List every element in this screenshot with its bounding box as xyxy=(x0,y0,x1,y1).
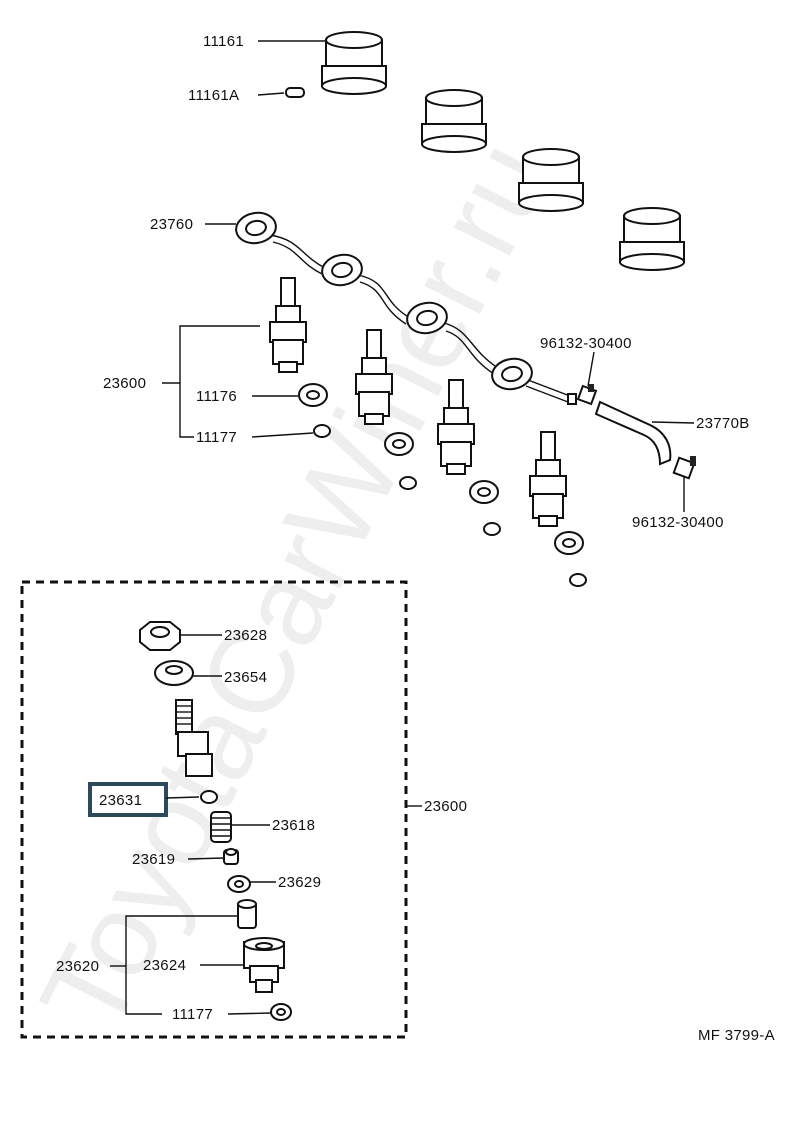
label-23631-highlight[interactable] xyxy=(88,782,168,817)
label-23631[interactable]: 23631 xyxy=(99,792,142,809)
nozzle-holder-nut xyxy=(139,621,181,651)
label-96132-30400-upper: 96132-30400 xyxy=(540,335,632,352)
label-23618: 23618 xyxy=(272,817,315,834)
label-23628: 23628 xyxy=(224,627,267,644)
hose-clamp-upper xyxy=(576,384,598,406)
diagram-code: MF 3799-A xyxy=(698,1027,775,1044)
leakage-hose xyxy=(594,400,672,466)
label-11177-top: 11177 xyxy=(196,429,237,446)
distance-piece xyxy=(227,875,251,893)
label-23760: 23760 xyxy=(150,216,193,233)
hose-clamp-lower xyxy=(672,456,696,480)
combustion-chamber-cup-2 xyxy=(421,89,487,153)
knock-pin xyxy=(285,87,305,98)
label-23629: 23629 xyxy=(278,874,321,891)
label-23624: 23624 xyxy=(143,957,186,974)
nozzle-seat-gaskets xyxy=(298,383,587,587)
combustion-chamber-cup-3 xyxy=(518,148,584,212)
label-11161a: 11161A xyxy=(188,87,239,104)
label-23620: 23620 xyxy=(56,958,99,975)
nozzle-body xyxy=(243,937,285,993)
label-23600-box: 23600 xyxy=(424,798,467,815)
pressure-pin xyxy=(223,848,239,865)
nozzle-holder-body xyxy=(175,699,213,777)
injector-assembly-1 xyxy=(269,277,307,373)
nozzle-leakage-pipe xyxy=(235,211,577,405)
pressure-spring xyxy=(210,811,232,843)
label-11177-box: 11177 xyxy=(172,1006,213,1023)
label-23654: 23654 xyxy=(224,669,267,686)
watermark: ToyotaCarWiner.ru xyxy=(16,121,577,1052)
combustion-chamber-cup-1 xyxy=(321,31,387,95)
injector-assembly-3 xyxy=(437,379,475,475)
seat-gasket-box xyxy=(270,1003,292,1021)
label-11176: 11176 xyxy=(196,388,237,405)
label-96132-30400-lower: 96132-30400 xyxy=(632,514,724,531)
nozzle-needle xyxy=(237,899,257,929)
label-23600-top: 23600 xyxy=(103,375,146,392)
combustion-chamber-cup-4 xyxy=(619,207,685,271)
shim-23631 xyxy=(200,790,218,804)
injector-assembly-2 xyxy=(355,329,393,425)
label-23770b: 23770B xyxy=(696,415,750,432)
injector-assembly-4 xyxy=(529,431,567,527)
holder-washer xyxy=(154,660,194,686)
label-23619: 23619 xyxy=(132,851,175,868)
label-11161: 11161 xyxy=(203,33,244,50)
